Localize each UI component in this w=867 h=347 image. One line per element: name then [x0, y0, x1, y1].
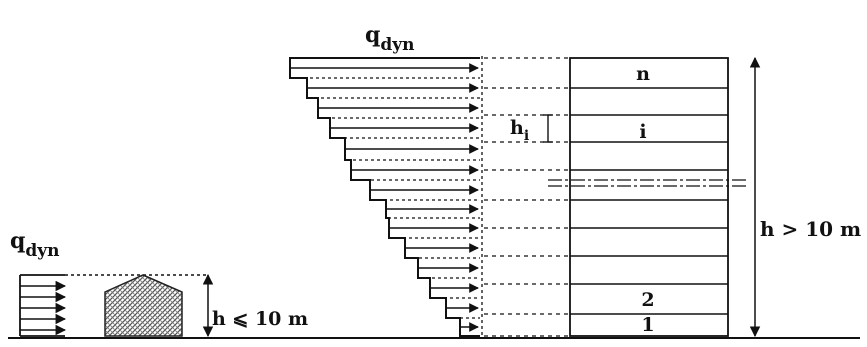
storey-connection-dashes — [484, 57, 570, 337]
house-shape — [104, 274, 183, 337]
low-building-figure: qdyn h ⩽ 10 m — [10, 228, 308, 338]
storey-label-n: n — [636, 63, 650, 85]
building-break-lines — [548, 179, 748, 187]
left-uniform-load-block — [19, 274, 67, 337]
storey-label-2: 2 — [641, 289, 654, 311]
storey-label-1: 1 — [641, 314, 654, 336]
right-load-label: qdyn — [365, 22, 415, 55]
profile-step-dashes — [292, 77, 480, 319]
storey-label-i: i — [639, 121, 646, 143]
total-height-label: h > 10 m — [760, 217, 861, 241]
left-height-label: h ⩽ 10 m — [212, 308, 308, 330]
left-load-label: qdyn — [10, 228, 60, 261]
storey-height-dimension — [543, 114, 553, 143]
profile-load-arrows — [290, 63, 479, 332]
tall-building-figure: qdyn — [289, 22, 861, 338]
stepped-load-profile — [289, 57, 480, 337]
storey-height-label: hi — [510, 117, 529, 144]
tall-building-facade — [548, 57, 748, 337]
left-load-arrows — [20, 280, 67, 336]
